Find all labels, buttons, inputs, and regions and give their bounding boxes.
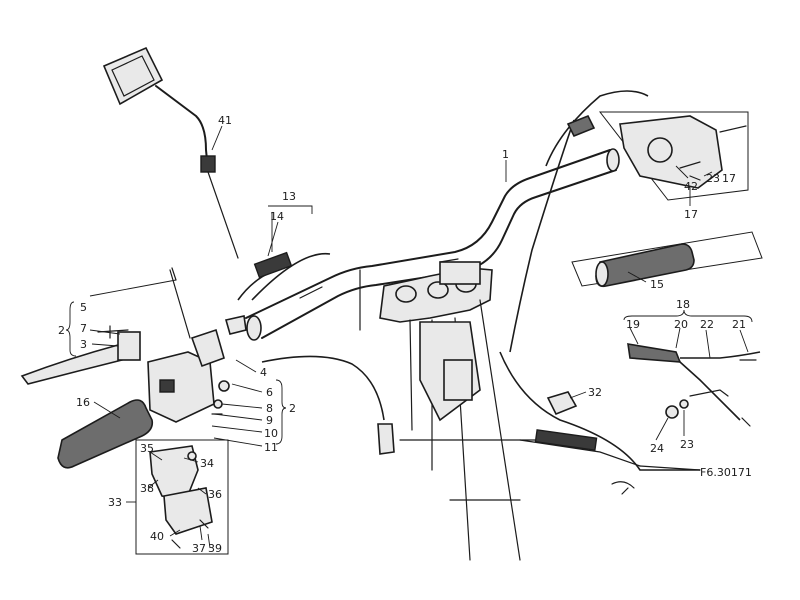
callout-40: 40	[150, 530, 164, 543]
right-grip-inset	[571, 231, 763, 288]
callout-8: 8	[266, 402, 273, 415]
callout-23-bottom: 23	[680, 438, 694, 451]
reference-stamp: F6.30171	[700, 466, 752, 479]
callout-34: 34	[200, 457, 214, 470]
clutch-lever-end	[611, 465, 701, 495]
throttle-housing-inset	[566, 111, 749, 201]
callout-21: 21	[732, 318, 746, 331]
callout-39: 39	[208, 542, 222, 555]
callout-9: 9	[266, 414, 273, 427]
switch-assembly-inset	[135, 439, 229, 555]
callout-16: 16	[76, 396, 90, 409]
callout-19: 19	[626, 318, 640, 331]
callout-20: 20	[674, 318, 688, 331]
callout-17-bottom: 17	[684, 208, 698, 221]
callout-36: 36	[208, 488, 222, 501]
callout-3: 3	[80, 338, 87, 351]
callout-23-top: 23	[706, 172, 720, 185]
callout-4: 4	[260, 366, 267, 379]
callout-38: 38	[140, 482, 154, 495]
callout-2-right: 2	[289, 402, 296, 415]
leader-lines	[65, 125, 753, 549]
fork-clamp	[359, 261, 561, 561]
callout-22: 22	[700, 318, 714, 331]
callout-24: 24	[650, 442, 664, 455]
cables	[237, 90, 700, 471]
callout-11: 11	[264, 441, 278, 454]
callout-2-left: 2	[58, 324, 65, 337]
callout-15: 15	[650, 278, 664, 291]
handlebar	[245, 148, 620, 341]
callout-32: 32	[588, 386, 602, 399]
callout-7: 7	[80, 322, 87, 335]
callout-35: 35	[140, 442, 154, 455]
callout-6: 6	[266, 386, 273, 399]
left-controls	[20, 267, 395, 455]
left-grip	[57, 399, 154, 469]
callout-13: 13	[282, 190, 296, 203]
callout-1: 1	[502, 148, 509, 161]
callout-33: 33	[108, 496, 122, 509]
callout-18: 18	[676, 298, 690, 311]
callout-37: 37	[192, 542, 206, 555]
throttle-cable-split	[627, 343, 761, 427]
callout-41: 41	[218, 114, 232, 127]
callout-labels: 1 2 2 3 4 5 6 7 8 9 10 11 13 14 15 16 17…	[58, 114, 752, 555]
callout-14: 14	[270, 210, 284, 223]
callout-5: 5	[80, 301, 87, 314]
callout-10: 10	[264, 427, 278, 440]
mirror	[102, 46, 239, 259]
cap-32	[546, 391, 578, 416]
callout-42: 42	[684, 180, 698, 193]
callout-17-right: 17	[722, 172, 736, 185]
